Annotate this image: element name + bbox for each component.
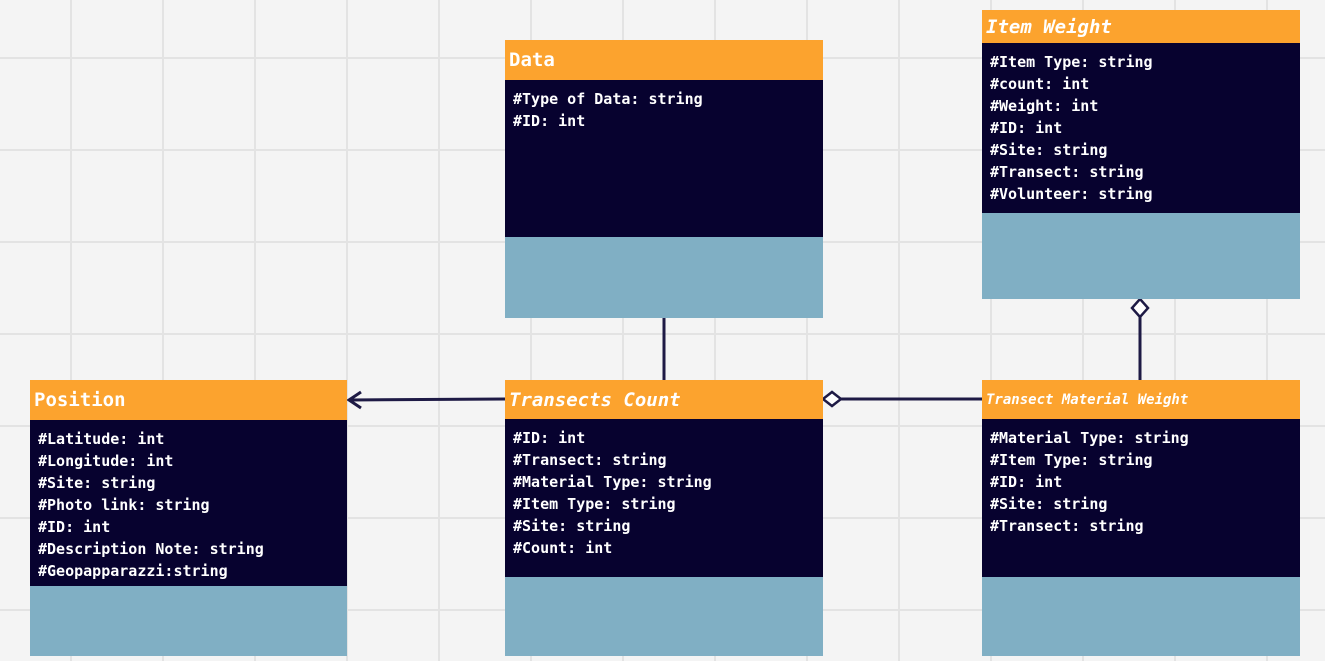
arrowhead-icon bbox=[346, 390, 362, 410]
class-attribute: #Site: string bbox=[513, 517, 631, 535]
class-attribute: #count: int bbox=[990, 75, 1090, 93]
class-position-methods bbox=[30, 586, 347, 656]
class-transects-count-attributes: #ID: int #Transect: string #Material Type:… bbox=[505, 419, 823, 577]
class-transect-material-weight-header: Transect Material Weight bbox=[982, 380, 1300, 419]
class-position-header: Position bbox=[30, 380, 347, 420]
class-attribute: #Item Type: string bbox=[990, 53, 1153, 71]
class-data-header: Data bbox=[505, 40, 823, 80]
class-attribute: #Longitude: int bbox=[38, 452, 174, 470]
class-attribute: #ID: int bbox=[38, 518, 111, 536]
class-transects-count-header: Transects Count bbox=[505, 380, 823, 419]
class-attribute: #Item Type: string bbox=[990, 451, 1153, 469]
class-attribute: #Material Type: string bbox=[513, 473, 712, 491]
aggregation-diamond-icon bbox=[820, 390, 844, 408]
class-attribute: #ID: int bbox=[513, 112, 586, 130]
class-data-methods bbox=[505, 237, 823, 318]
class-data-attributes: #Type of Data: string #ID: int bbox=[505, 80, 823, 237]
class-transects-count-methods bbox=[505, 577, 823, 656]
class-attribute: #ID: int bbox=[990, 473, 1063, 491]
class-transect-material-weight-attributes: #Material Type: string #Item Type: string… bbox=[982, 419, 1300, 577]
class-attribute: #Photo link: string bbox=[38, 496, 210, 514]
class-transect-material-weight[interactable]: Transect Material Weight #Material Type:… bbox=[982, 380, 1300, 656]
class-item-weight-header: Item Weight bbox=[982, 10, 1300, 43]
class-attribute: #Site: string bbox=[990, 141, 1108, 159]
class-attribute: #Site: string bbox=[990, 495, 1108, 513]
class-attribute: #Item Type: string bbox=[513, 495, 676, 513]
class-attribute: #Geopapparazzi:string bbox=[38, 562, 228, 580]
class-attribute: #Material Type: string bbox=[990, 429, 1189, 447]
class-attribute: #ID: int bbox=[513, 429, 586, 447]
class-transect-material-weight-methods bbox=[982, 577, 1300, 656]
class-attribute: #Volunteer: string bbox=[990, 185, 1153, 203]
class-position[interactable]: Position #Latitude: int #Longitude: int #S… bbox=[30, 380, 347, 656]
class-attribute: #ID: int bbox=[990, 119, 1063, 137]
aggregation-diamond-icon bbox=[1130, 297, 1150, 319]
connector-transects-count-position[interactable] bbox=[349, 397, 506, 402]
class-attribute: #Count: int bbox=[513, 539, 613, 557]
class-attribute: #Type of Data: string bbox=[513, 90, 703, 108]
class-attribute: #Weight: int bbox=[990, 97, 1099, 115]
class-attribute: #Latitude: int bbox=[38, 430, 165, 448]
class-item-weight-methods bbox=[982, 213, 1300, 299]
class-item-weight[interactable]: Item Weight #Item Type: string #count: in… bbox=[982, 10, 1300, 299]
class-attribute: #Site: string bbox=[38, 474, 156, 492]
class-attribute: #Description Note: string bbox=[38, 540, 264, 558]
class-position-attributes: #Latitude: int #Longitude: int #Site: stri… bbox=[30, 420, 347, 586]
class-transects-count[interactable]: Transects Count #ID: int #Transect: strin… bbox=[505, 380, 823, 656]
class-item-weight-attributes: #Item Type: string #count: int #Weight: in… bbox=[982, 43, 1300, 213]
class-data[interactable]: Data #Type of Data: string #ID: int bbox=[505, 40, 823, 318]
class-attribute: #Transect: string bbox=[990, 517, 1144, 535]
class-attribute: #Transect: string bbox=[990, 163, 1144, 181]
class-attribute: #Transect: string bbox=[513, 451, 667, 469]
